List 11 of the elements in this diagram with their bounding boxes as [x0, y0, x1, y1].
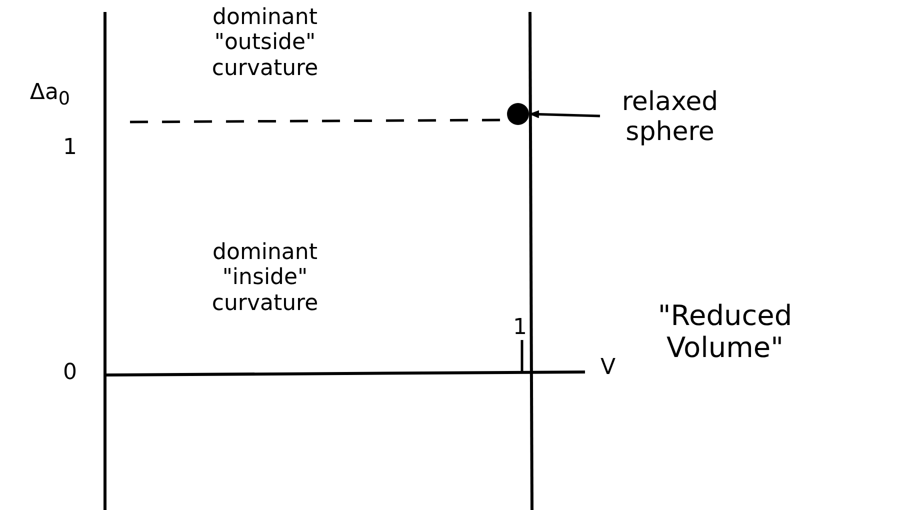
region-label: dominant "outside" curvature	[210, 5, 320, 81]
dot-marker	[507, 103, 529, 125]
axis-title: "Reduced Volume"	[656, 300, 794, 364]
axis-label: V	[599, 355, 617, 380]
axis-label: Δa$_{0}$	[28, 80, 72, 110]
tick-label: 0	[62, 360, 78, 386]
tick-label: 1	[62, 135, 78, 160]
region-label: dominant "inside" curvature	[210, 240, 320, 316]
annotation-text: relaxed sphere	[600, 88, 740, 148]
leader-arrow	[529, 110, 600, 118]
tick-label: 1	[512, 315, 528, 340]
